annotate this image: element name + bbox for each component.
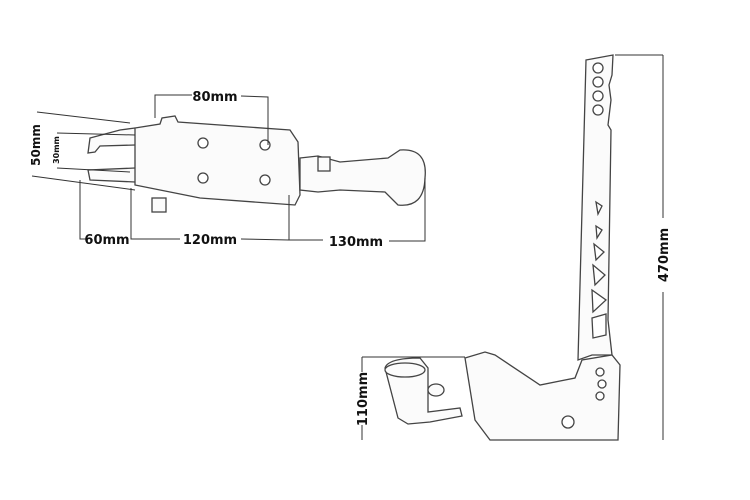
bolt xyxy=(197,137,209,149)
bolt xyxy=(197,172,209,184)
lever-hole xyxy=(592,104,604,116)
lever-hole xyxy=(592,62,604,74)
pivot-bolt xyxy=(595,391,605,401)
lever-cutout xyxy=(591,313,607,339)
lever-cutout xyxy=(593,242,605,262)
reservoir-cap xyxy=(384,362,426,378)
fitting-bottom xyxy=(151,197,167,213)
top-view-dimension-lines xyxy=(31,94,426,242)
lever-cutout xyxy=(595,200,603,217)
top-view-handbrake xyxy=(87,115,426,213)
nose-fork xyxy=(87,127,136,183)
dimension-60mm: 60mm xyxy=(84,233,129,248)
dimension-120mm: 120mm xyxy=(183,233,237,248)
dimension-30mm: 30mm xyxy=(52,136,61,164)
pivot-bolt xyxy=(597,379,607,389)
side-view-dimension-lines xyxy=(361,54,664,440)
bolt xyxy=(259,174,271,186)
pivot-bolt xyxy=(595,367,605,377)
dimension-470mm: 470mm xyxy=(657,228,672,282)
mount-bolt xyxy=(561,415,575,429)
dimension-80mm: 80mm xyxy=(192,90,237,105)
dimension-50mm: 50mm xyxy=(29,124,43,166)
lever-hole xyxy=(592,90,604,102)
lever-cutout xyxy=(591,288,608,314)
side-view-handbrake xyxy=(384,54,621,441)
lever-cutout xyxy=(592,263,606,287)
lever-cutout xyxy=(595,224,603,241)
cylinder-fitting xyxy=(427,383,445,397)
lever-hole xyxy=(592,76,604,88)
lever-arm xyxy=(577,54,614,361)
grip-clip xyxy=(317,156,331,172)
dimension-110mm: 110mm xyxy=(356,372,371,426)
base-housing xyxy=(464,351,621,441)
dimension-130mm: 130mm xyxy=(329,235,383,250)
main-body xyxy=(134,115,301,206)
